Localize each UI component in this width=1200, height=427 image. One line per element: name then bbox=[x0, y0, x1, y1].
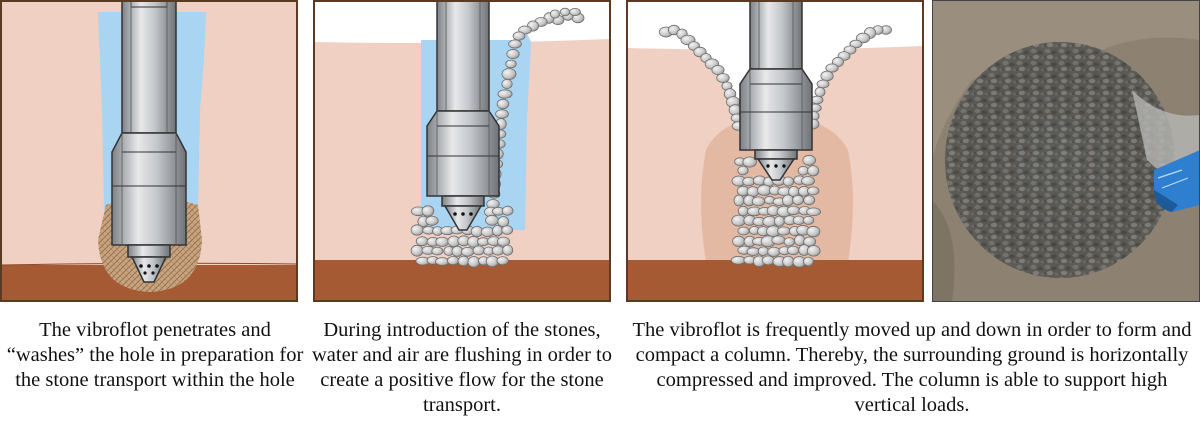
stone bbox=[807, 226, 820, 237]
stone bbox=[570, 8, 581, 15]
stone bbox=[468, 257, 480, 268]
stone bbox=[811, 96, 823, 104]
stone bbox=[498, 90, 512, 98]
stone bbox=[787, 206, 800, 215]
stone bbox=[817, 80, 829, 88]
stone bbox=[784, 238, 794, 246]
stone bbox=[502, 226, 513, 235]
stone bbox=[772, 236, 785, 245]
stone bbox=[509, 40, 522, 48]
stone-column-photo bbox=[932, 0, 1200, 302]
stone bbox=[411, 245, 423, 256]
stone bbox=[447, 256, 458, 264]
stone-feeding-illustration bbox=[313, 0, 611, 302]
stone bbox=[458, 256, 469, 266]
stone bbox=[762, 256, 774, 265]
stone bbox=[550, 10, 559, 18]
stone bbox=[731, 256, 745, 264]
stone bbox=[560, 8, 570, 16]
stone bbox=[803, 155, 816, 165]
stone bbox=[738, 166, 748, 175]
stone bbox=[768, 247, 780, 256]
stone bbox=[492, 246, 504, 255]
stone bbox=[729, 105, 741, 116]
stone bbox=[803, 216, 814, 224]
stone bbox=[497, 99, 509, 109]
stone bbox=[807, 208, 821, 216]
caption-column-compaction: The vibroflot is frequently moved up and… bbox=[632, 318, 1192, 418]
stone bbox=[758, 247, 768, 256]
stone bbox=[738, 206, 748, 216]
stone bbox=[747, 248, 760, 256]
vibroflot bbox=[112, 1, 186, 282]
vibroflot bbox=[427, 1, 499, 230]
stone bbox=[778, 227, 791, 235]
stone bbox=[422, 206, 434, 216]
stone bbox=[808, 166, 819, 176]
stone bbox=[513, 32, 525, 40]
caption-stone-introduction: During introduction of the stones, water… bbox=[312, 318, 612, 418]
stone bbox=[743, 177, 755, 186]
stone bbox=[733, 236, 745, 246]
stone bbox=[732, 215, 746, 226]
stone bbox=[416, 237, 428, 246]
stone bbox=[411, 225, 423, 235]
stone bbox=[793, 195, 804, 205]
stone bbox=[793, 216, 804, 225]
stone bbox=[502, 69, 516, 80]
stone bbox=[436, 237, 449, 246]
panel-column-compaction bbox=[626, 0, 924, 302]
vibroflot-washing-illustration bbox=[0, 0, 298, 302]
stone bbox=[506, 60, 517, 68]
stone bbox=[717, 74, 730, 83]
stone bbox=[752, 197, 765, 206]
caption-penetration: The vibroflot penetrates and “washes” th… bbox=[0, 318, 310, 393]
stone bbox=[497, 257, 508, 265]
stone bbox=[507, 49, 519, 58]
stone bbox=[794, 235, 804, 245]
stone bbox=[738, 227, 749, 235]
stone bbox=[803, 257, 813, 266]
stone bbox=[802, 177, 815, 186]
stone bbox=[426, 216, 438, 225]
stone bbox=[787, 246, 799, 255]
stone bbox=[807, 187, 819, 195]
stone bbox=[496, 110, 509, 119]
panel-stone-introduction bbox=[313, 0, 611, 302]
column-compaction-illustration bbox=[626, 0, 924, 302]
panel-photo bbox=[932, 0, 1200, 302]
stone bbox=[782, 195, 793, 206]
stone bbox=[774, 216, 784, 226]
stone bbox=[502, 79, 512, 88]
stone bbox=[815, 87, 825, 96]
stone bbox=[798, 166, 808, 175]
panel-penetration bbox=[0, 0, 298, 302]
stone bbox=[783, 177, 793, 186]
stone bbox=[807, 246, 820, 257]
stone bbox=[502, 206, 513, 215]
stone bbox=[503, 245, 513, 255]
stone bbox=[432, 247, 443, 255]
stone bbox=[804, 196, 815, 205]
stone bbox=[473, 246, 484, 255]
stone bbox=[783, 256, 794, 267]
stone bbox=[734, 195, 744, 206]
stone bbox=[492, 225, 502, 236]
stone bbox=[486, 215, 499, 225]
stone bbox=[436, 258, 450, 266]
stone bbox=[461, 247, 474, 256]
stone bbox=[821, 71, 833, 81]
